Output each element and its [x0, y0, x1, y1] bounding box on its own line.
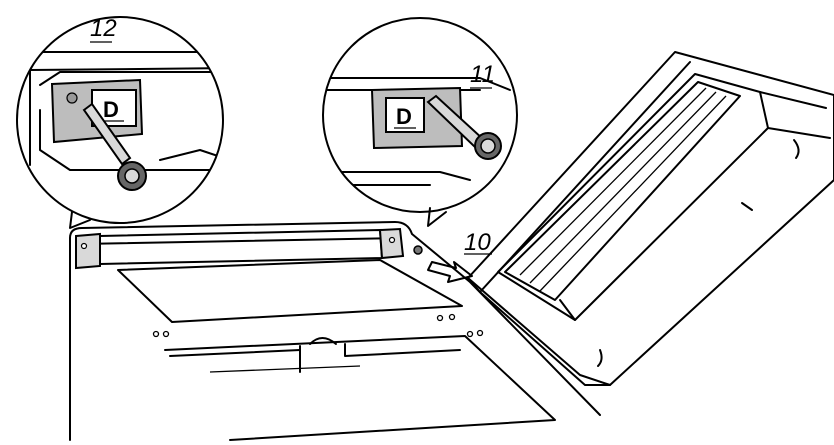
callout-number-11: 11: [470, 61, 495, 88]
direction-arrow: 10: [427, 229, 492, 283]
label-d-right: D: [396, 104, 412, 129]
callout-number-12: 12: [90, 15, 117, 42]
lid: [467, 51, 834, 386]
cabinet-body: [69, 221, 601, 441]
detail-callout-11: D 11: [322, 17, 518, 227]
detail-callout-12: D 12: [16, 15, 224, 229]
label-d-left: D: [103, 97, 119, 122]
callout-number-10: 10: [464, 229, 491, 256]
